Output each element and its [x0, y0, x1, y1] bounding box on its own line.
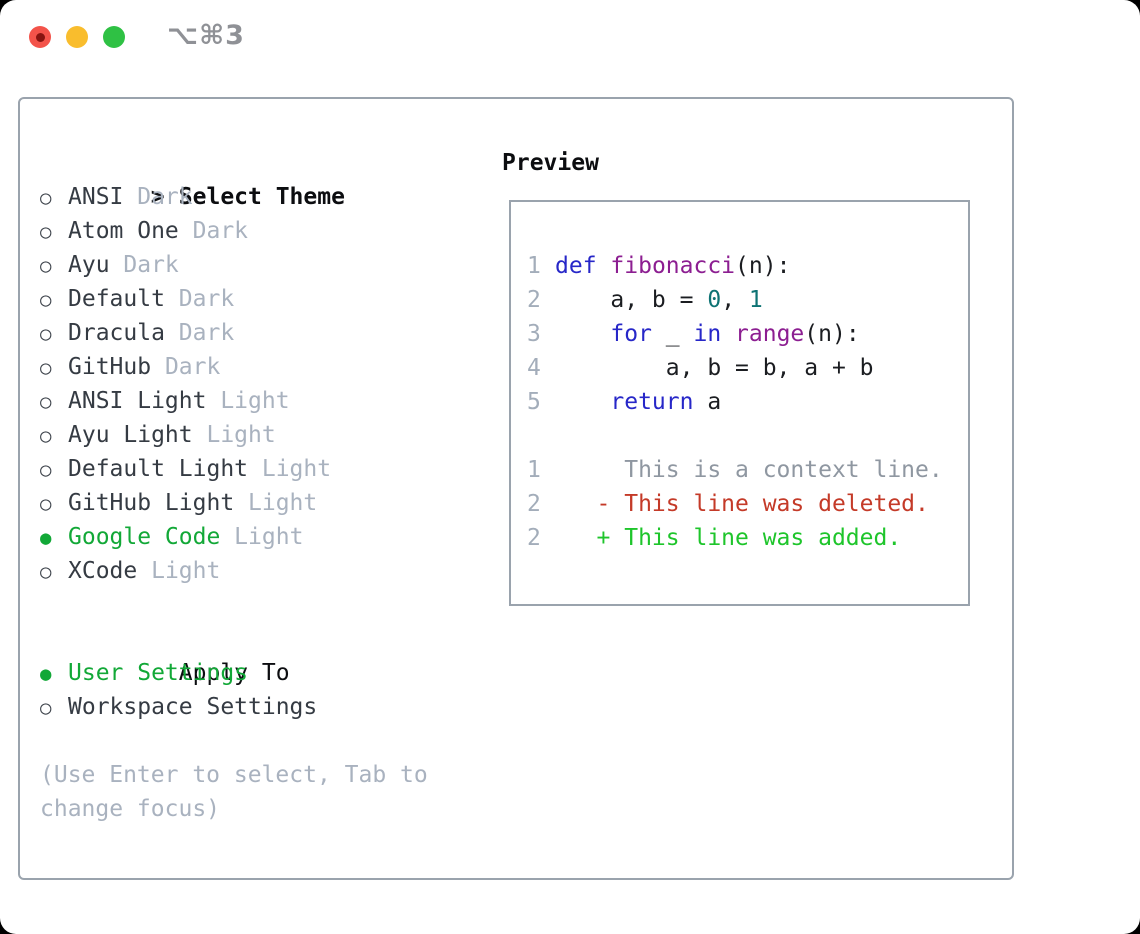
theme-variant-tag: Dark — [123, 184, 193, 210]
theme-name: Default — [68, 286, 165, 312]
line-number: 2 — [527, 491, 541, 517]
radio-icon: ○ — [40, 697, 52, 719]
theme-option[interactable]: ○ XCode Light — [40, 554, 428, 588]
apply-to-title: Apply To — [178, 660, 290, 686]
theme-variant-tag: Dark — [151, 354, 221, 380]
radio-icon: ○ — [40, 391, 52, 413]
radio-icon: ○ — [40, 255, 52, 277]
radio-icon: ○ — [40, 289, 52, 311]
radio-icon: ○ — [40, 357, 52, 379]
minimize-button[interactable] — [66, 26, 88, 48]
theme-variant-tag: Light — [206, 388, 290, 414]
hint-line: change focus) — [40, 796, 221, 822]
theme-option[interactable]: ○ Default Dark — [40, 282, 428, 316]
theme-option[interactable]: ○ Ayu Light Light — [40, 418, 428, 452]
close-dot-icon — [35, 32, 45, 42]
hint-line: (Use Enter to select, Tab to — [40, 762, 428, 788]
diff-line-deleted: 2 - This line was deleted. — [527, 487, 968, 521]
line-number: 1 — [527, 253, 541, 279]
line-number: 5 — [527, 389, 541, 415]
theme-name: Atom One — [68, 218, 179, 244]
radio-icon: ○ — [40, 425, 52, 447]
radio-selected-icon: ● — [40, 663, 52, 685]
theme-name: Default Light — [68, 456, 249, 482]
select-theme-title: Select Theme — [178, 184, 345, 210]
theme-variant-tag: Light — [137, 558, 221, 584]
theme-name: ANSI — [68, 184, 124, 210]
apply-to-label: Workspace Settings — [68, 694, 318, 720]
close-button[interactable] — [29, 26, 51, 48]
titlebar: ⌥⌘3 — [0, 0, 1140, 75]
theme-selector: > Select Theme ○ ANSI Dark ○ Atom One Dark ○ A… — [40, 146, 428, 826]
theme-option[interactable]: ○ ANSI Light Light — [40, 384, 428, 418]
theme-variant-tag: Light — [220, 524, 304, 550]
apply-to-option[interactable]: ● User Settings — [40, 656, 428, 690]
theme-variant-tag: Dark — [164, 286, 235, 312]
line-number: 1 — [527, 457, 541, 483]
radio-icon: ○ — [40, 187, 52, 209]
spacer-row — [40, 724, 428, 758]
cursor-icon: > — [150, 184, 165, 210]
window-title: ⌥⌘3 — [167, 20, 245, 51]
code-line: 5 return a — [527, 385, 968, 419]
radio-icon: ○ — [40, 493, 52, 515]
code-line: 2 a, b = 0, 1 — [527, 283, 968, 317]
theme-option[interactable]: ○ ANSI Dark — [40, 180, 428, 214]
apply-to-header: Apply To — [40, 622, 428, 686]
line-number: 2 — [527, 287, 541, 313]
radio-icon: ○ — [40, 221, 52, 243]
theme-option[interactable]: ○ Ayu Dark — [40, 248, 428, 282]
theme-variant-tag: Light — [234, 490, 318, 516]
theme-variant-tag: Light — [192, 422, 276, 448]
theme-variant-tag: Dark — [164, 320, 235, 346]
theme-name: GitHub — [68, 354, 152, 380]
theme-option[interactable]: ○ GitHub Dark — [40, 350, 428, 384]
theme-option[interactable]: ○ Atom One Dark — [40, 214, 428, 248]
radio-icon: ○ — [40, 459, 52, 481]
theme-name: XCode — [68, 558, 138, 584]
diff-line-added: 2 + This line was added. — [527, 521, 968, 555]
radio-icon: ○ — [40, 323, 52, 345]
radio-selected-icon: ● — [40, 527, 52, 549]
radio-icon: ○ — [40, 561, 52, 583]
theme-options-list: ○ ANSI Dark ○ Atom One Dark ○ Ayu Dark ○ Defaul… — [40, 180, 428, 588]
theme-option[interactable]: ● Google Code Light — [40, 520, 428, 554]
apply-to-option[interactable]: ○ Workspace Settings — [40, 690, 428, 724]
line-number: 2 — [527, 525, 541, 551]
theme-variant-tag: Dark — [178, 218, 249, 244]
main-panel: > Select Theme ○ ANSI Dark ○ Atom One Dark ○ A… — [18, 97, 1014, 880]
theme-variant-tag: Light — [248, 456, 332, 482]
theme-option[interactable]: ○ Dracula Dark — [40, 316, 428, 350]
theme-name: Google Code — [68, 524, 221, 550]
apply-to-label: User Settings — [68, 660, 249, 686]
diff-line-context: 1 This is a context line. — [527, 453, 968, 487]
blank-line — [527, 419, 968, 453]
theme-name: Ayu — [68, 252, 110, 278]
line-number: 4 — [527, 355, 541, 381]
maximize-button[interactable] — [103, 26, 125, 48]
theme-name: ANSI Light — [68, 388, 207, 414]
code-line: 4 a, b = b, a + b — [527, 351, 968, 385]
line-number: 3 — [527, 321, 541, 347]
theme-option[interactable]: ○ Default Light Light — [40, 452, 428, 486]
theme-variant-tag: Dark — [109, 252, 179, 278]
spacer-row — [40, 588, 428, 622]
select-theme-header: > Select Theme — [40, 146, 428, 210]
theme-option[interactable]: ○ GitHub Light Light — [40, 486, 428, 520]
theme-name: GitHub Light — [68, 490, 235, 516]
apply-to-options-list: ● User Settings ○ Workspace Settings — [40, 656, 428, 724]
code-line: 3 for _ in range(n): — [527, 317, 968, 351]
hint-text: (Use Enter to select, Tab to change focus… — [40, 758, 428, 826]
preview-header: Preview — [502, 150, 599, 176]
theme-name: Ayu Light — [68, 422, 193, 448]
theme-name: Dracula — [68, 320, 165, 346]
